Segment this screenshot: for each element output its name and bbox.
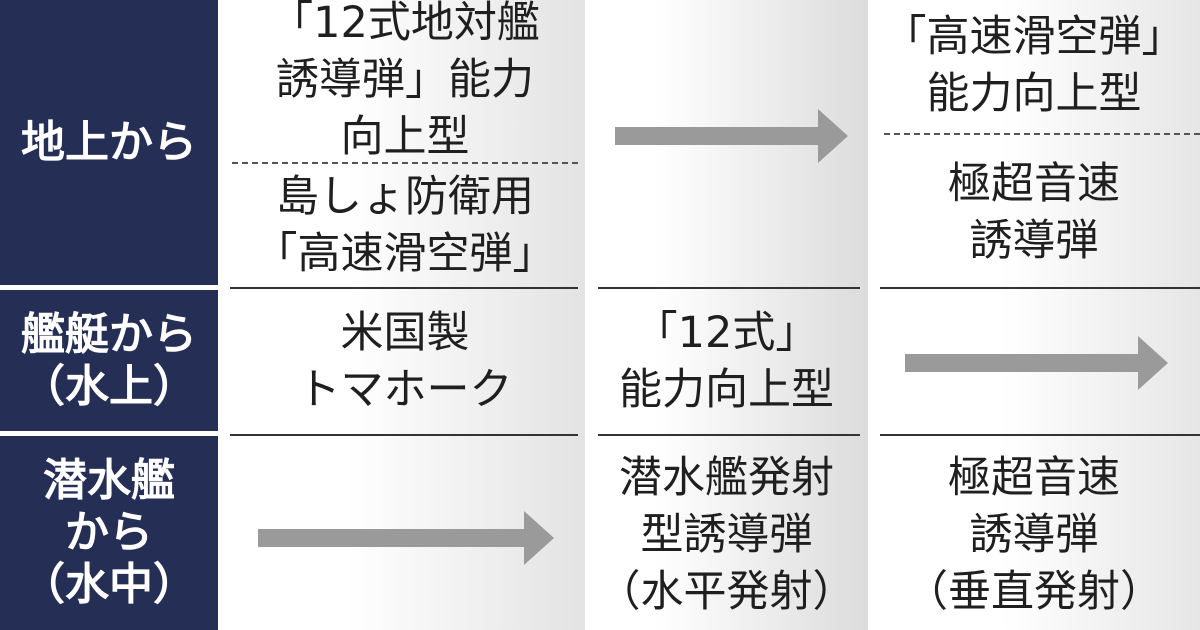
row-divider [230, 287, 578, 289]
row-header-ship: 艦艇から （水上） [0, 290, 218, 431]
cell-submarine-horizontal: 潜水艦発射 型誘導弾 （水平発射） [597, 452, 856, 617]
cell-ship-current: 米国製 トマホーク [297, 308, 513, 415]
cell-ground-future-2: 極超音速 誘導弾 [948, 159, 1120, 266]
column-1-background [218, 0, 585, 630]
column-2-background [585, 0, 868, 630]
row-divider [880, 287, 1200, 289]
row-header-ground: 地上から [0, 0, 218, 285]
cell-ground-future-1: 「高速滑空弾」 能力向上型 [883, 12, 1185, 119]
dashed-divider [884, 133, 1200, 135]
arrow-right-icon [905, 336, 1168, 390]
cell-submarine-vertical: 極超音速 誘導弾 （垂直発射） [905, 452, 1163, 617]
dashed-divider [232, 162, 578, 164]
cell-ground-current-1: 「12式地対艦 誘導弾」能力 向上型 [270, 0, 540, 162]
cell-ground-current-2: 島しょ防衛用 「高速滑空弾」 [254, 172, 556, 279]
row-header-submarine: 潜水艦 から （水中） [0, 436, 218, 630]
row-divider [230, 434, 578, 436]
row-divider [880, 434, 1200, 436]
column-3-background [868, 0, 1200, 630]
row-divider [598, 434, 860, 436]
arrow-right-icon [258, 511, 554, 565]
arrow-right-icon [615, 109, 848, 163]
cell-ship-upgrade: 「12式」 能力向上型 [619, 308, 834, 415]
row-divider [598, 287, 860, 289]
